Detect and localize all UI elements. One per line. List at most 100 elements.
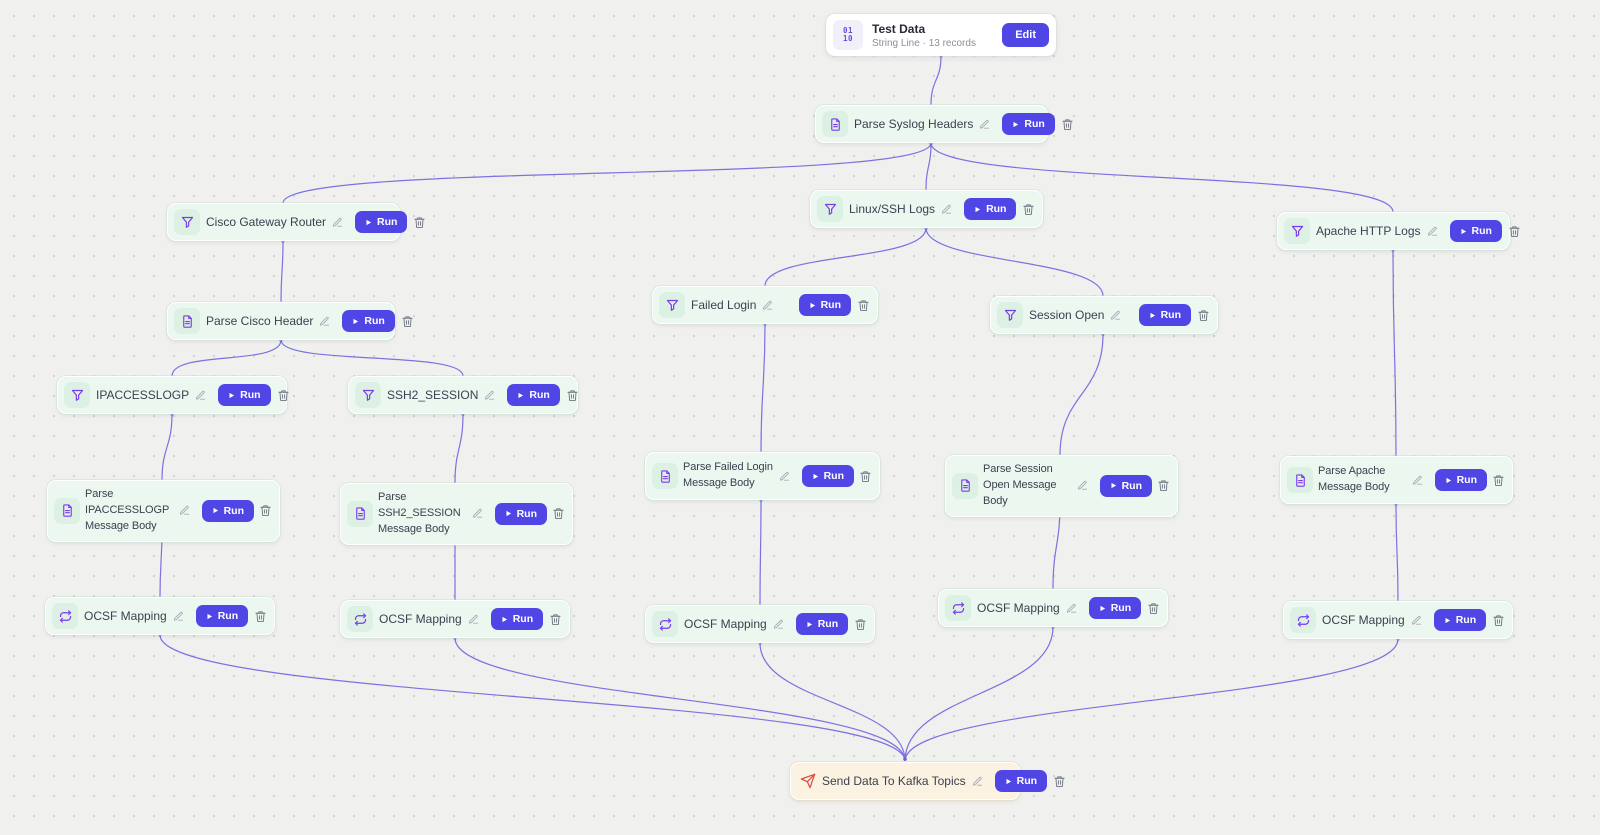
connector-dot <box>903 757 907 761</box>
node-apache-http-logs[interactable]: Apache HTTP Logs Run <box>1277 212 1510 250</box>
mapping-loop-icon <box>1290 607 1316 633</box>
trash-icon[interactable] <box>1157 479 1170 492</box>
run-button[interactable]: Run <box>494 502 547 525</box>
run-button[interactable]: Run <box>994 770 1048 792</box>
trash-icon[interactable] <box>566 389 579 402</box>
node-cisco-gateway-router[interactable]: Cisco Gateway Router Run <box>167 203 400 241</box>
edit-button[interactable]: Edit <box>1002 23 1049 47</box>
pencil-edit-icon[interactable] <box>173 611 184 622</box>
trash-icon[interactable] <box>857 299 870 312</box>
play-icon <box>228 392 235 399</box>
trash-icon[interactable] <box>1022 203 1035 216</box>
run-button[interactable]: Run <box>1088 597 1142 619</box>
trash-icon[interactable] <box>1061 118 1074 131</box>
node-send-data-to-kafka-topics[interactable]: Send Data To Kafka Topics Run <box>790 762 1020 800</box>
pencil-edit-icon[interactable] <box>1077 480 1088 491</box>
node-parse-ipaccesslogp-message-body[interactable]: Parse IPACCESSLOGP Message Body Run <box>47 480 280 542</box>
node-label: Parse SSH2_SESSION Message Body <box>378 491 461 535</box>
run-button[interactable]: Run <box>507 384 560 406</box>
pencil-edit-icon[interactable] <box>195 390 206 401</box>
pencil-edit-icon[interactable] <box>468 614 479 625</box>
edge <box>930 55 942 106</box>
run-button[interactable]: Run <box>1099 474 1152 497</box>
node-ocsf-mapping-1[interactable]: OCSF Mapping Run <box>45 597 275 635</box>
play-icon <box>352 318 359 325</box>
run-button[interactable]: Run <box>1449 220 1502 242</box>
edge <box>280 240 284 303</box>
play-icon <box>501 616 508 623</box>
play-icon <box>812 473 819 480</box>
node-parse-syslog-headers[interactable]: Parse Syslog Headers Run <box>815 105 1048 143</box>
run-button[interactable]: Run <box>1433 609 1487 631</box>
trash-icon[interactable] <box>254 610 267 623</box>
trash-icon[interactable] <box>859 470 872 483</box>
pencil-edit-icon[interactable] <box>472 508 483 519</box>
document-icon <box>174 308 200 334</box>
node-ssh2-session[interactable]: SSH2_SESSION Run <box>348 376 578 414</box>
run-button[interactable]: Run <box>342 310 395 332</box>
node-test-data[interactable]: 01 10 Test Data String Line · 13 records… <box>826 14 1056 56</box>
pencil-edit-icon[interactable] <box>179 505 190 516</box>
pencil-edit-icon[interactable] <box>972 776 983 787</box>
play-icon <box>365 219 372 226</box>
node-ocsf-mapping-4[interactable]: OCSF Mapping Run <box>938 589 1168 627</box>
pencil-edit-icon[interactable] <box>979 119 990 130</box>
node-label: Parse Syslog Headers <box>854 117 974 131</box>
trash-icon[interactable] <box>854 618 867 631</box>
pencil-edit-icon[interactable] <box>779 471 790 482</box>
trash-icon[interactable] <box>1492 614 1505 627</box>
run-button[interactable]: Run <box>201 499 254 522</box>
node-parse-session-open-message-body[interactable]: Parse Session Open Message Body Run <box>945 455 1178 517</box>
trash-icon[interactable] <box>277 389 290 402</box>
edge <box>1059 333 1104 456</box>
node-ocsf-mapping-2[interactable]: OCSF Mapping Run <box>340 600 570 638</box>
pencil-edit-icon[interactable] <box>1110 310 1121 321</box>
node-ocsf-mapping-5[interactable]: OCSF Mapping Run <box>1283 601 1513 639</box>
pencil-edit-icon[interactable] <box>1066 603 1077 614</box>
pencil-edit-icon[interactable] <box>773 619 784 630</box>
trash-icon[interactable] <box>401 315 414 328</box>
node-parse-apache-message-body[interactable]: Parse Apache Message Body Run <box>1280 456 1513 504</box>
run-button[interactable]: Run <box>798 294 851 316</box>
pencil-edit-icon[interactable] <box>484 390 495 401</box>
run-button[interactable]: Run <box>801 465 854 487</box>
run-button[interactable]: Run <box>964 198 1017 220</box>
trash-icon[interactable] <box>1508 225 1521 238</box>
node-label: Cisco Gateway Router <box>206 215 327 229</box>
node-session-open[interactable]: Session Open Run <box>990 296 1218 334</box>
node-ocsf-mapping-3[interactable]: OCSF Mapping Run <box>645 605 875 643</box>
pencil-edit-icon[interactable] <box>941 204 952 215</box>
node-parse-cisco-header[interactable]: Parse Cisco Header Run <box>167 302 395 340</box>
trash-icon[interactable] <box>1492 474 1505 487</box>
pencil-edit-icon[interactable] <box>1427 226 1438 237</box>
trash-icon[interactable] <box>1053 775 1066 788</box>
run-button[interactable]: Run <box>195 605 249 627</box>
node-label: Session Open <box>1029 308 1105 322</box>
run-button[interactable]: Run <box>1138 304 1191 326</box>
trash-icon[interactable] <box>552 507 565 520</box>
trash-icon[interactable] <box>1147 602 1160 615</box>
node-parse-failed-login-message-body[interactable]: Parse Failed Login Message Body Run <box>645 452 880 500</box>
edge <box>161 413 173 481</box>
run-button[interactable]: Run <box>490 608 544 630</box>
run-button[interactable]: Run <box>355 211 408 233</box>
pencil-edit-icon[interactable] <box>762 300 773 311</box>
run-button[interactable]: Run <box>218 384 271 406</box>
trash-icon[interactable] <box>413 216 426 229</box>
trash-icon[interactable] <box>1197 309 1210 322</box>
trash-icon[interactable] <box>549 613 562 626</box>
trash-icon[interactable] <box>259 504 272 517</box>
run-button[interactable]: Run <box>1434 469 1487 491</box>
node-parse-ssh2-session-message-body[interactable]: Parse SSH2_SESSION Message Body Run <box>340 483 573 545</box>
pencil-edit-icon[interactable] <box>1411 615 1422 626</box>
pencil-edit-icon[interactable] <box>319 316 330 327</box>
node-ipaccesslogp[interactable]: IPACCESSLOGP Run <box>57 376 287 414</box>
node-failed-login[interactable]: Failed Login Run <box>652 286 878 324</box>
pencil-edit-icon[interactable] <box>1412 475 1423 486</box>
run-button[interactable]: Run <box>795 613 849 635</box>
run-button[interactable]: Run <box>1002 113 1055 135</box>
node-linux-ssh-logs[interactable]: Linux/SSH Logs Run <box>810 190 1043 228</box>
node-label: OCSF Mapping <box>84 609 167 623</box>
pencil-edit-icon[interactable] <box>332 217 343 228</box>
